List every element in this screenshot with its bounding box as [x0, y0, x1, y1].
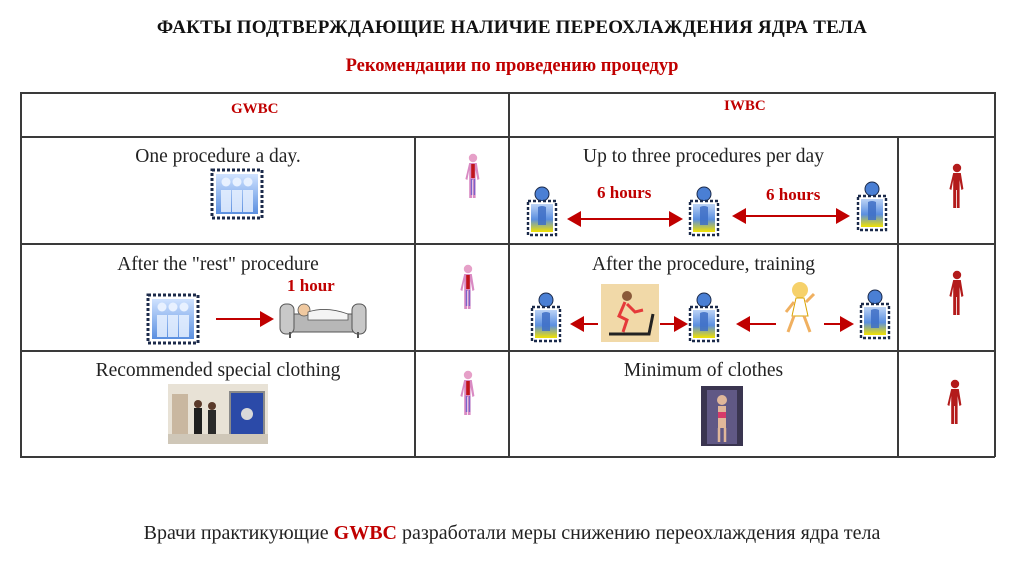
- double-arrow: [660, 316, 688, 332]
- rest-sofa-icon: [279, 303, 367, 338]
- table-line: [20, 92, 22, 457]
- table-line: [897, 136, 899, 457]
- cryo-cabin-icon: [859, 288, 891, 340]
- table-line: [508, 92, 510, 457]
- column-header-gwbc: GWBC: [231, 101, 279, 117]
- double-arrow: [736, 316, 776, 332]
- ice-chamber-icon: [210, 168, 264, 220]
- body-heat-anatomy-icon: [464, 153, 481, 199]
- table-line: [994, 92, 996, 457]
- body-heat-red-icon: [949, 163, 964, 208]
- table-line: [20, 456, 995, 458]
- interval-label: 1 hour: [287, 276, 335, 295]
- treadmill-icon: [601, 284, 659, 342]
- column-header-iwbc: IWBC: [724, 98, 766, 114]
- body-heat-anatomy-icon: [459, 264, 476, 310]
- table-line: [20, 92, 995, 94]
- footer-accent: GWBC: [333, 522, 397, 544]
- double-arrow: [567, 211, 683, 227]
- footer-text-start: Врачи практикующие: [143, 522, 334, 544]
- interval-label: 6 hours: [597, 183, 652, 202]
- footer-text: Врачи практикующие GWBC разработали меры…: [0, 522, 1024, 545]
- cryo-cabin-icon: [688, 185, 720, 237]
- page-title: ФАКТЫ ПОДТВЕРЖДАЮЩИЕ НАЛИЧИЕ ПЕРЕОХЛАЖДЕ…: [156, 17, 868, 38]
- row3-gwbc-text: Recommended special clothing: [95, 360, 341, 381]
- cabin-person-photo: [701, 386, 743, 446]
- cryo-cabin-icon: [530, 291, 562, 343]
- body-heat-red-icon: [949, 270, 964, 315]
- runner-girl-icon: [784, 282, 816, 333]
- page-subtitle: Рекомендации по проведению процедур: [345, 56, 679, 76]
- row2-iwbc-text: After the procedure, training: [591, 254, 816, 275]
- body-heat-red-icon: [947, 379, 962, 424]
- cryo-cabin-icon: [688, 291, 720, 343]
- row1-gwbc-text: One procedure a day.: [135, 146, 301, 167]
- row3-iwbc-text: Minimum of clothes: [623, 360, 784, 381]
- ice-chamber-icon: [146, 293, 200, 345]
- cryo-cabin-icon: [526, 185, 558, 237]
- double-arrow: [570, 316, 598, 332]
- arrow-right: [216, 311, 274, 327]
- cryo-cabin-icon: [856, 180, 888, 232]
- table-line: [20, 243, 995, 245]
- table-line: [414, 136, 416, 457]
- clinic-photo: [168, 384, 268, 444]
- table-line: [20, 136, 995, 138]
- double-arrow: [824, 316, 854, 332]
- row1-iwbc-text: Up to three procedures per day: [583, 146, 824, 167]
- double-arrow: [732, 208, 850, 224]
- row2-gwbc-text: After the "rest" procedure: [117, 254, 319, 275]
- table-line: [20, 350, 995, 352]
- body-heat-anatomy-icon: [459, 370, 476, 416]
- footer-text-end: разработали меры снижению переохлаждения…: [397, 522, 881, 544]
- interval-label: 6 hours: [766, 185, 821, 204]
